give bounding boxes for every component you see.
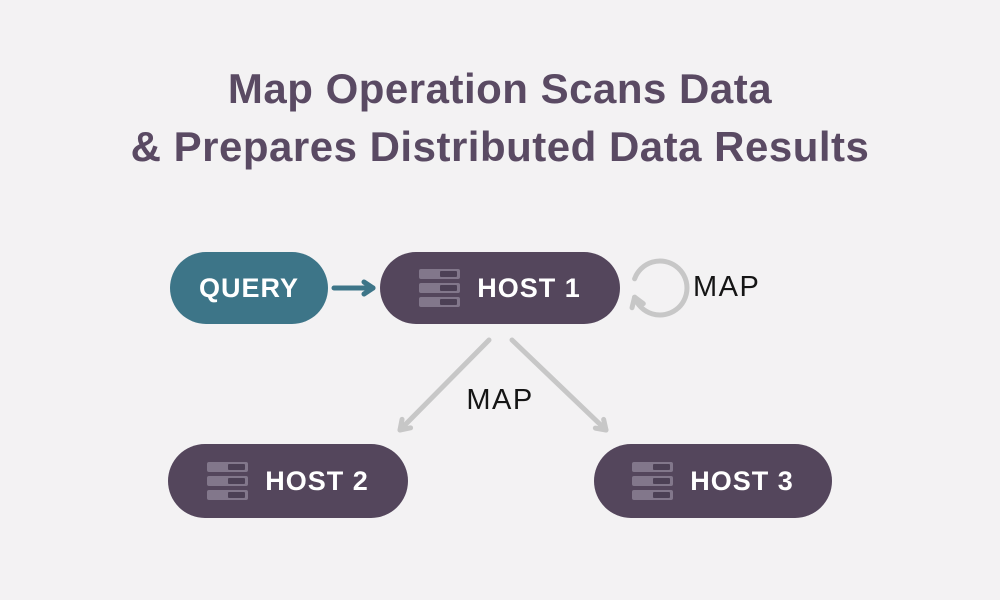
loop-arrow-icon: [629, 258, 690, 318]
host1-node-label: HOST 1: [477, 272, 581, 303]
title-line-1: Map Operation Scans Data: [227, 65, 773, 112]
host3-node: HOST 3: [594, 444, 832, 518]
server-icon: [632, 462, 674, 500]
host1-node: HOST 1: [380, 252, 620, 324]
query-node: QUERY: [170, 252, 328, 324]
query-node-label: QUERY: [198, 272, 299, 303]
server-icon: [207, 462, 249, 500]
host3-node-label: HOST 3: [690, 465, 794, 496]
map-loop-label: MAP: [693, 271, 761, 303]
host2-node-label: HOST 2: [265, 465, 369, 496]
server-icon: [419, 269, 461, 307]
diagram-title: Map Operation Scans Data & Prepares Distr…: [0, 60, 1000, 176]
host2-node: HOST 2: [168, 444, 408, 518]
map-fanout-label: MAP: [466, 384, 534, 416]
title-line-2: & Prepares Distributed Data Results: [130, 122, 870, 170]
